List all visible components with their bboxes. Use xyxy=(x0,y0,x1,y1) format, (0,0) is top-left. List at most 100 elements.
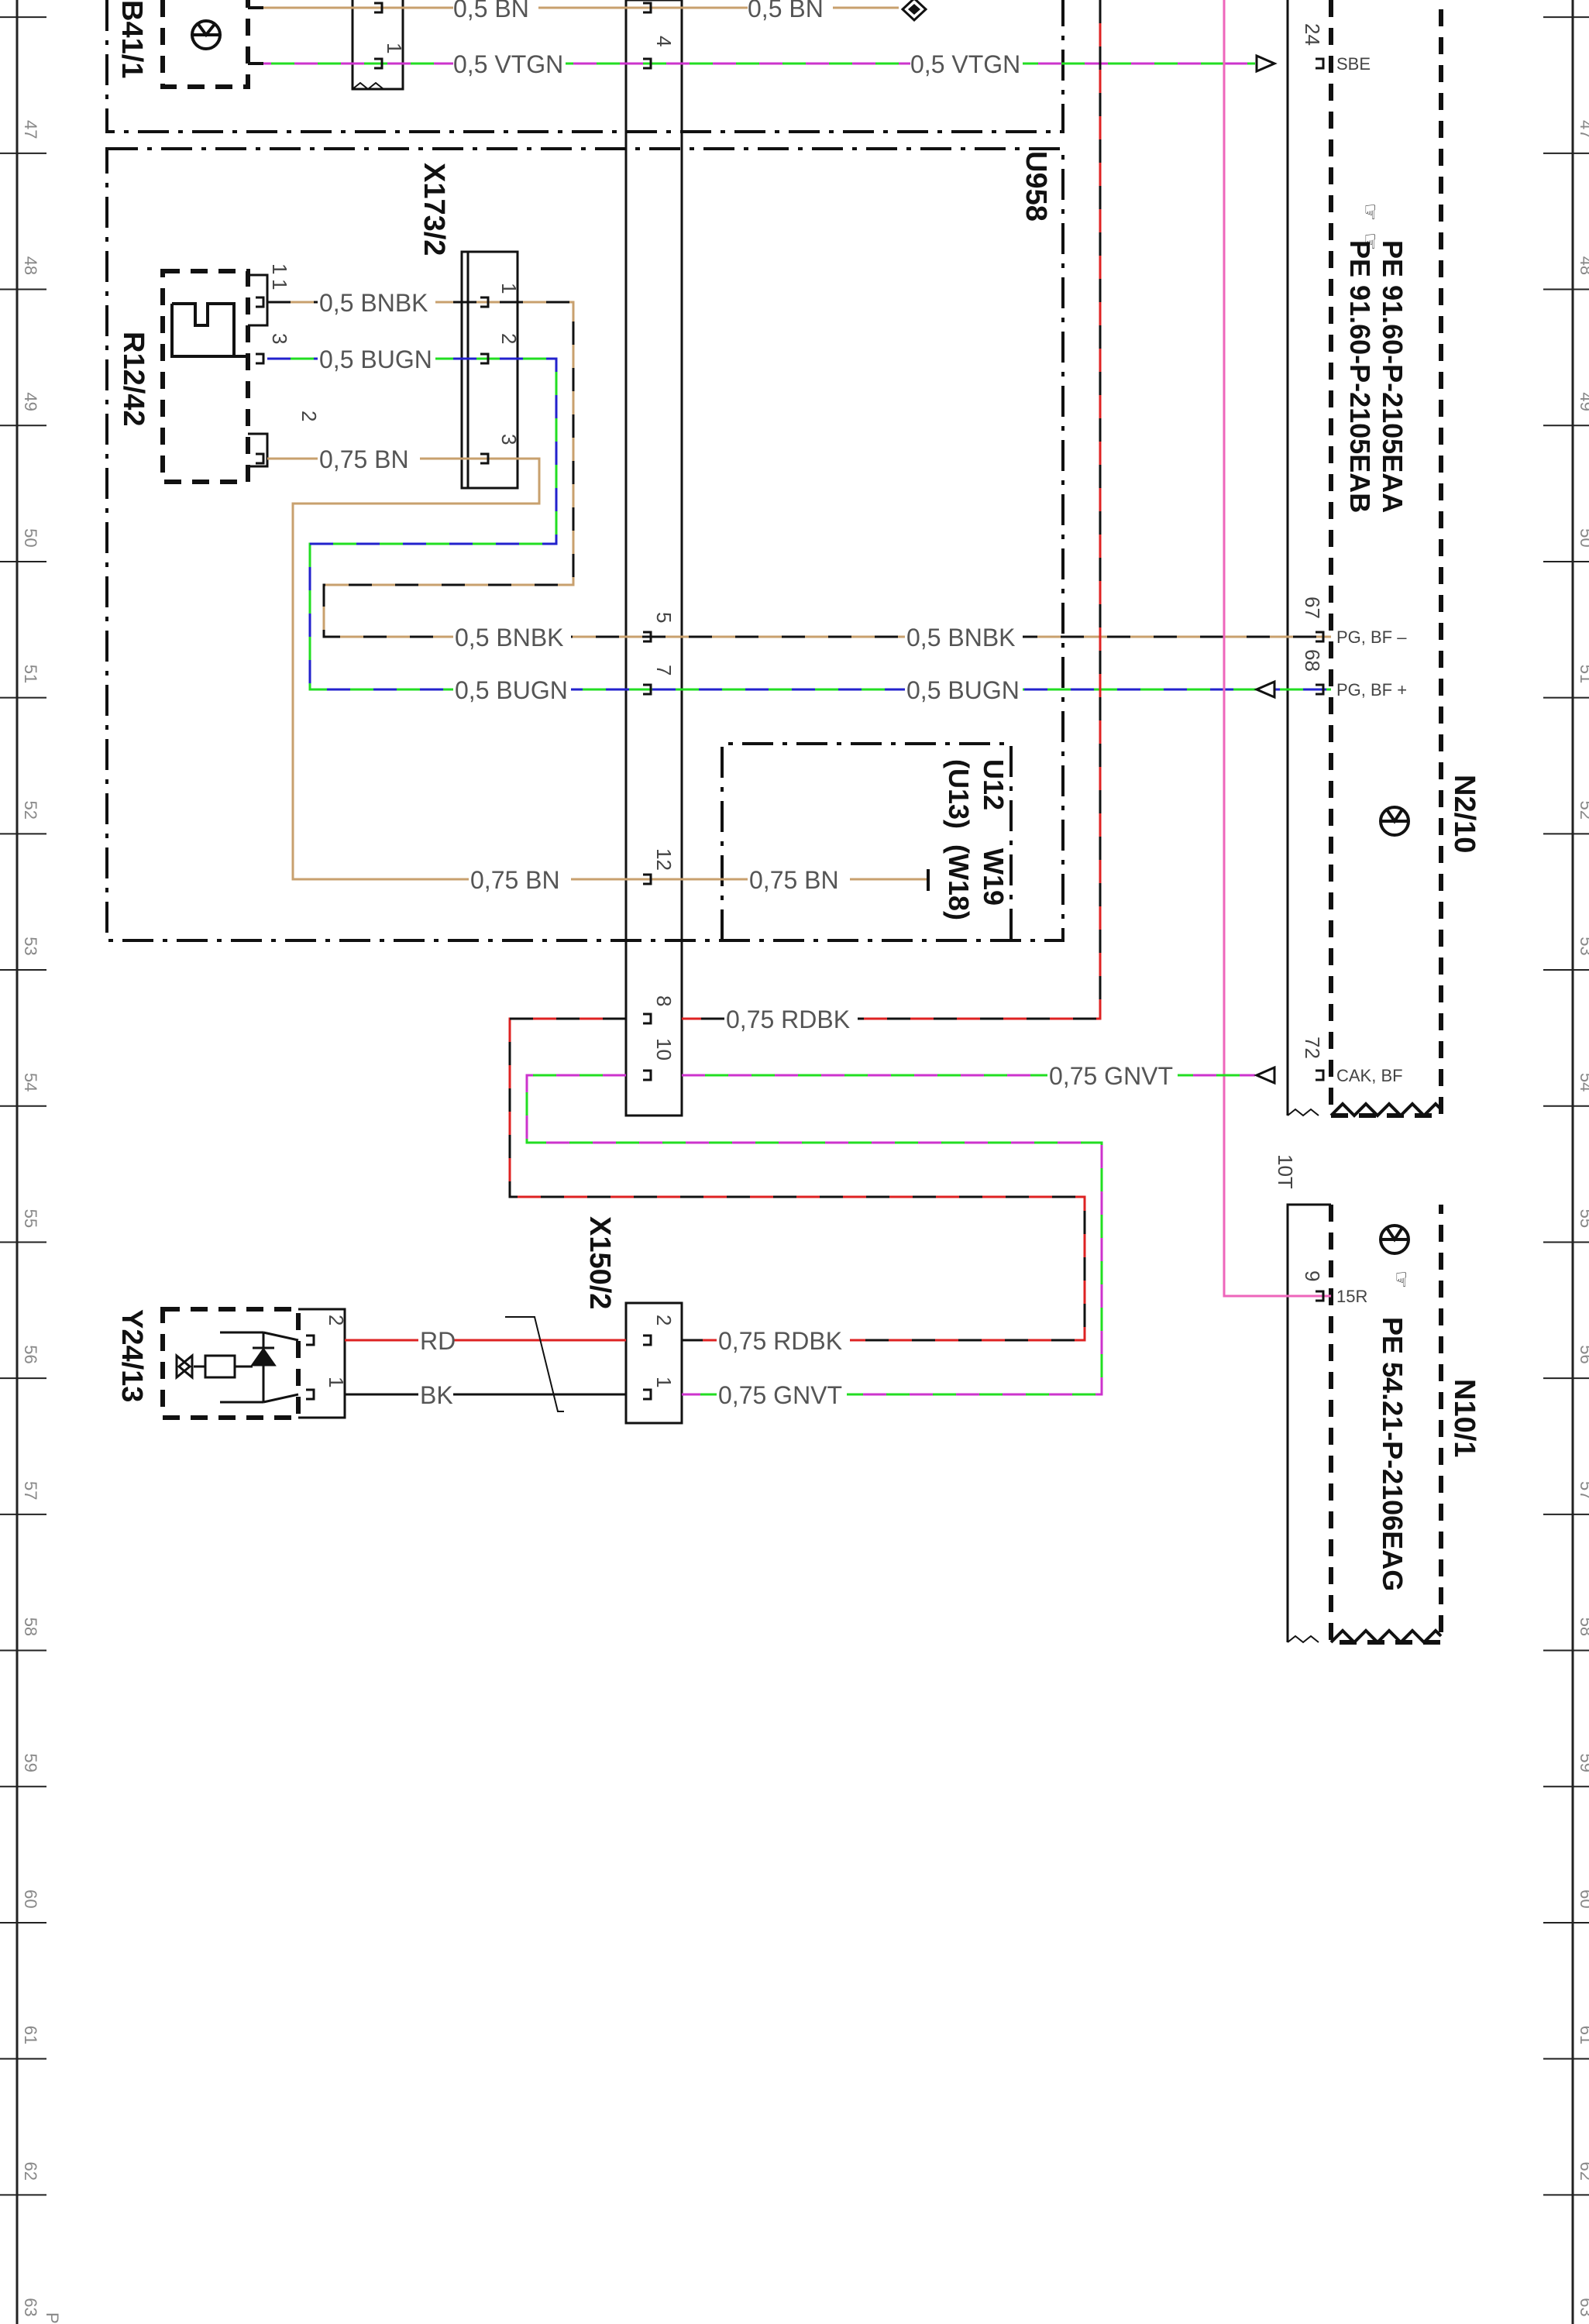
wires xyxy=(248,0,1331,1412)
pin-numbers: 1 4 24 1 1 3 2 1 2 3 5 7 12 8 10 67 68 7… xyxy=(268,23,1324,1387)
reference-hand-icons: ☞ ☞ ☞ xyxy=(1359,203,1412,1288)
grid-row-label: 54 xyxy=(21,1073,40,1092)
wire-label: 0,75 RDBK xyxy=(726,1006,850,1033)
twist-mark xyxy=(505,1316,564,1412)
wire-label: 0,5 BNBK xyxy=(455,624,564,651)
pin-number: 68 xyxy=(1301,649,1324,672)
grid-row-label: 63 xyxy=(21,2298,40,2316)
page-frame xyxy=(15,0,1574,2324)
break-marks xyxy=(352,81,1443,1645)
grid-row-label: 52 xyxy=(1577,801,1589,820)
pin-number: 10 xyxy=(652,1038,676,1061)
wire-pink-15r xyxy=(1223,0,1331,1298)
grid-row-label: 49 xyxy=(1577,392,1589,411)
grid-row-label: 50 xyxy=(1577,528,1589,547)
pin-number: 7 xyxy=(652,665,676,676)
pin-number: 24 xyxy=(1301,23,1324,46)
wire-label: RD xyxy=(420,1327,456,1355)
grid-row-label: 54 xyxy=(1577,1073,1589,1092)
label-n10-1: N10/1 xyxy=(1448,1379,1481,1457)
grid-row-label: 60 xyxy=(21,1889,40,1908)
pin-number: 2 xyxy=(325,1315,348,1325)
terminal-name: 15R xyxy=(1336,1287,1367,1306)
component-labels: B41/1 X173/2 U958 R12/42 U12 (U13) W19 (… xyxy=(115,0,1481,1457)
n10-1-symbol xyxy=(1379,1224,1410,1255)
pin-number: 5 xyxy=(652,612,676,623)
pin-number: 2 xyxy=(497,333,521,344)
pin-number: 10T xyxy=(1274,1154,1297,1189)
wire-label: 0,5 BUGN xyxy=(906,676,1020,704)
diamond-terminal xyxy=(900,0,928,22)
wire-label: 0,5 BUGN xyxy=(319,346,432,373)
grid-row-label: 53 xyxy=(1577,937,1589,955)
grid-row-label: 47 xyxy=(1577,120,1589,139)
ref-n2-10-b: PE 91.60-P-2105EAB xyxy=(1344,240,1376,513)
device-boxes xyxy=(160,0,1443,1645)
grid-row-label: 56 xyxy=(1577,1345,1589,1363)
grid-row-label: 58 xyxy=(1577,1618,1589,1636)
connector-bodies xyxy=(248,0,1331,1642)
wire-label: 0,75 GNVT xyxy=(1049,1062,1173,1090)
module-boxes xyxy=(105,0,1064,942)
grid-row-label: 62 xyxy=(1577,2162,1589,2181)
r12-42-symbol xyxy=(170,302,248,358)
grid-row-label: 56 xyxy=(21,1345,40,1363)
grid-row-label: 59 xyxy=(21,1753,40,1772)
grid-row-label: 59 xyxy=(1577,1753,1589,1772)
pin-number: 1 xyxy=(268,263,291,274)
grid-ticks xyxy=(0,16,1589,2196)
b41-sensor-symbol xyxy=(191,6,263,65)
grid-row-label: 49 xyxy=(21,392,40,411)
label-y24-13: Y24/13 xyxy=(115,1309,148,1402)
wire-label: 0,5 BN xyxy=(748,0,824,22)
label-r12-42: R12/42 xyxy=(117,332,150,427)
grid-row-label: 61 xyxy=(1577,2026,1589,2044)
hand-pointer-icon: ☞ xyxy=(1390,1270,1412,1288)
grid-row-label: 57 xyxy=(1577,1481,1589,1500)
terminal-name: SBE xyxy=(1336,54,1371,74)
y24-13-solenoid-symbol xyxy=(175,1331,299,1404)
grid-row-label: 60 xyxy=(1577,1889,1589,1908)
pin-number: 67 xyxy=(1301,596,1324,619)
grid-row-label: 50 xyxy=(21,528,40,547)
terminal-name: PG, BF – xyxy=(1336,627,1407,647)
wire-label: BK xyxy=(420,1381,453,1409)
terminal-name: CAK, BF xyxy=(1336,1066,1403,1085)
wire-labels: 0,5 BN 0,5 BN 0,5 VTGN 0,5 VTGN 0,5 BNBK… xyxy=(318,0,1178,1409)
grid-row-label: 57 xyxy=(21,1481,40,1500)
grid-row-label: 62 xyxy=(21,2162,40,2181)
pin-number: 3 xyxy=(268,333,291,344)
label-x150-2: X150/2 xyxy=(583,1216,616,1309)
wire-05bugn-r12 xyxy=(267,357,1331,691)
pin-number: 12 xyxy=(652,848,676,871)
pin-number: 2 xyxy=(652,1315,676,1325)
grid-row-label: 63 xyxy=(1577,2298,1589,2316)
wire-label: 0,5 VTGN xyxy=(910,50,1020,78)
wire-075gnvt-loop xyxy=(525,1074,1103,1396)
pin-stubs xyxy=(256,2,1325,1401)
wire-label: 0,75 BN xyxy=(319,445,409,473)
grid-row-label: 51 xyxy=(1577,665,1589,683)
grid-row-label: 55 xyxy=(1577,1209,1589,1228)
grid-row-label: 47 xyxy=(21,120,40,139)
grid-row-label: 58 xyxy=(21,1618,40,1636)
pin-number: 1 xyxy=(652,1377,676,1387)
hand-pointer-icon: ☞ xyxy=(1359,232,1381,250)
grid-row-label: 48 xyxy=(21,256,40,275)
wire-label: 0,75 BN xyxy=(470,866,560,894)
label-b41-1: B41/1 xyxy=(115,0,148,78)
pin-number: 3 xyxy=(497,434,521,445)
wire-label: 0,5 BNBK xyxy=(906,624,1016,651)
ref-n10-1: PE 54.21-P-2106EAG xyxy=(1377,1317,1408,1591)
grid-row-label: 55 xyxy=(21,1209,40,1228)
pin-number: 1 xyxy=(497,283,521,294)
pin-number: 1 xyxy=(268,279,291,290)
wire-label: 0,75 RDBK xyxy=(718,1327,842,1355)
grid-row-label: 51 xyxy=(21,665,40,683)
pin-number: 1 xyxy=(383,43,406,53)
label-w19: W19 xyxy=(978,848,1009,906)
pin-number: 2 xyxy=(298,411,321,421)
label-u12: U12 xyxy=(978,759,1009,810)
wire-075rdbk-loop xyxy=(508,1017,1086,1342)
